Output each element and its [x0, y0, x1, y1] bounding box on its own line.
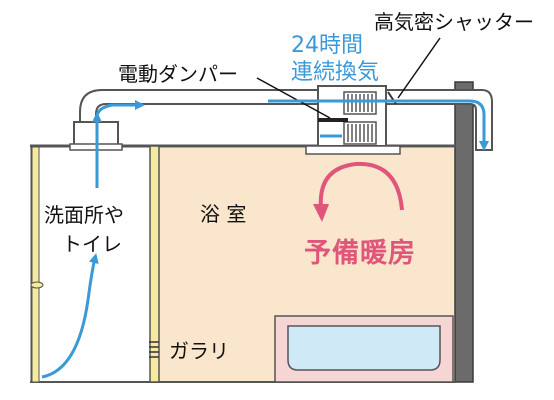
louver	[149, 341, 159, 358]
ventilation-unit	[305, 85, 401, 155]
toilet-label-line1: 洗面所や	[44, 203, 124, 227]
damper-label: 電動ダンパー	[118, 62, 238, 86]
ventilation-label-line1: 24時間	[291, 33, 363, 58]
airflow-duct-left-arrow	[95, 100, 145, 118]
airflow-door-gap-arrow	[41, 253, 99, 379]
louver-label: ガラリ	[169, 339, 229, 363]
bathroom-label: 浴 室	[200, 202, 247, 226]
ventilation-duct	[79, 89, 493, 151]
preheat-label: 予備暖房	[304, 238, 416, 269]
toilet-door	[31, 146, 40, 383]
exterior-wall	[454, 81, 474, 383]
shutter-leader	[397, 37, 441, 99]
bathtub-water	[287, 325, 441, 371]
door-handle	[30, 281, 44, 289]
shutter-label: 高気密シャッター	[374, 10, 534, 34]
preheat-circular-arrow	[318, 161, 404, 211]
airflow-duct-right-arrow	[330, 99, 489, 151]
preheat-arrowhead	[313, 204, 329, 222]
damper-leader	[256, 77, 331, 119]
toilet-label-line2: トイレ	[62, 232, 122, 256]
ventilation-label-line2: 連続換気	[291, 60, 380, 85]
partition-wall	[149, 145, 160, 383]
